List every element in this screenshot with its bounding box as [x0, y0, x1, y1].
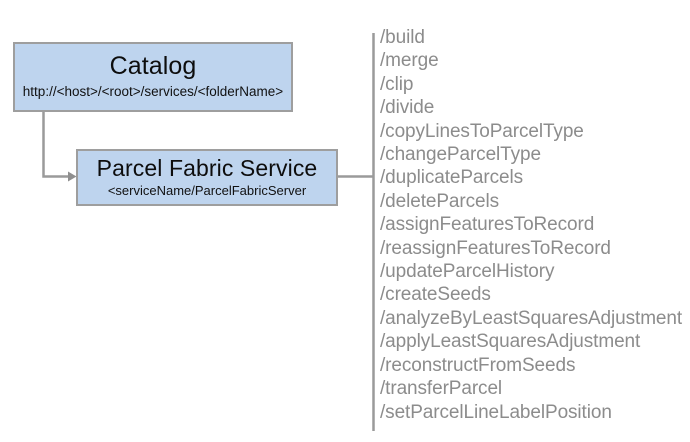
- endpoint-item: /changeParcelType: [380, 144, 541, 166]
- endpoint-list: /build/merge/clip/divide/copyLinesToParc…: [380, 26, 682, 424]
- endpoint-item: /reconstructFromSeeds: [380, 354, 576, 376]
- connector-catalog-to-service: [42, 112, 68, 178]
- endpoint-item: /createSeeds: [380, 284, 491, 306]
- endpoint-item: /reassignFeaturesToRecord: [380, 237, 611, 259]
- endpoint-item: /merge: [380, 50, 439, 72]
- endpoint-item: /build: [380, 27, 425, 48]
- endpoint-item: /copyLinesToParcelType: [380, 120, 584, 142]
- node-parcel-fabric-service-title: Parcel Fabric Service: [96, 154, 318, 181]
- endpoint-item: /divide: [380, 97, 435, 119]
- endpoint-item: /applyLeastSquaresAdjustment: [380, 331, 641, 353]
- endpoint-item: /clip: [380, 73, 414, 95]
- endpoint-item: /assignFeaturesToRecord: [380, 214, 595, 236]
- endpoint-item: /duplicateParcels: [380, 167, 523, 189]
- node-catalog: Catalog http://<host>/<root>/services/<f…: [13, 42, 293, 112]
- endpoint-item: /setParcelLineLabelPosition: [380, 401, 612, 423]
- endpoint-item: /transferParcel: [380, 378, 503, 400]
- node-catalog-url: http://<host>/<root>/services/<folderNam…: [22, 84, 284, 99]
- endpoint-item: /analyzeByLeastSquaresAdjustment: [380, 307, 683, 329]
- node-parcel-fabric-service: Parcel Fabric Service <serviceName/Parce…: [76, 149, 338, 206]
- node-catalog-title: Catalog: [109, 52, 197, 80]
- endpoint-item: /updateParcelHistory: [380, 261, 555, 283]
- endpoint-item: /deleteParcels: [380, 190, 500, 212]
- node-parcel-fabric-service-url: <serviceName/ParcelFabricServer: [107, 182, 307, 198]
